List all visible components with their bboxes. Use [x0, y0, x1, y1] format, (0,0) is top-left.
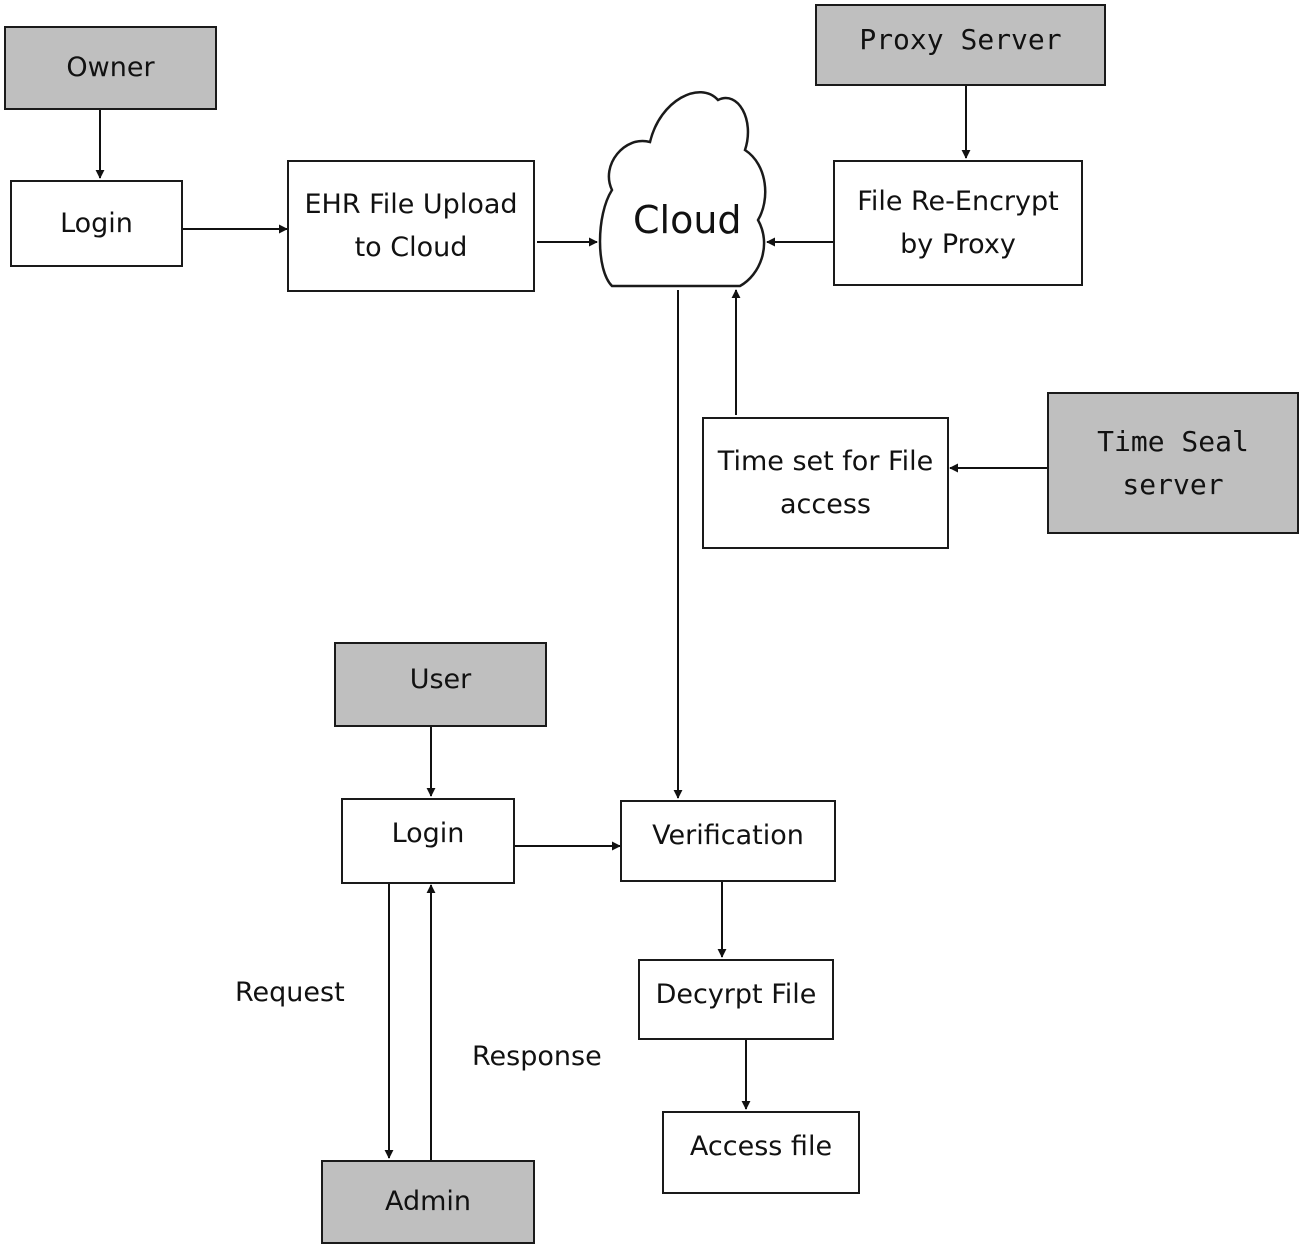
re-encrypt-node: File Re-Encrypt by Proxy [833, 160, 1083, 286]
time-seal-server-node: Time Seal server [1047, 392, 1299, 534]
user-login-node: Login [341, 798, 515, 884]
decrypt-file-node: Decyrpt File [638, 959, 834, 1040]
owner-login-node: Login [10, 180, 183, 267]
user-node: User [334, 642, 547, 727]
admin-node: Admin [321, 1160, 535, 1244]
request-label: Request [235, 977, 345, 1008]
cloud-label: Cloud [633, 198, 742, 242]
owner-node: Owner [4, 26, 217, 110]
access-file-node: Access file [662, 1111, 860, 1194]
time-set-node: Time set for File access [702, 417, 949, 549]
verification-node: Verification [620, 800, 836, 882]
proxy-server-node: Proxy Server [815, 4, 1106, 86]
ehr-upload-node: EHR File Upload to Cloud [287, 160, 535, 292]
response-label: Response [472, 1041, 602, 1072]
cloud-shape [598, 90, 767, 288]
